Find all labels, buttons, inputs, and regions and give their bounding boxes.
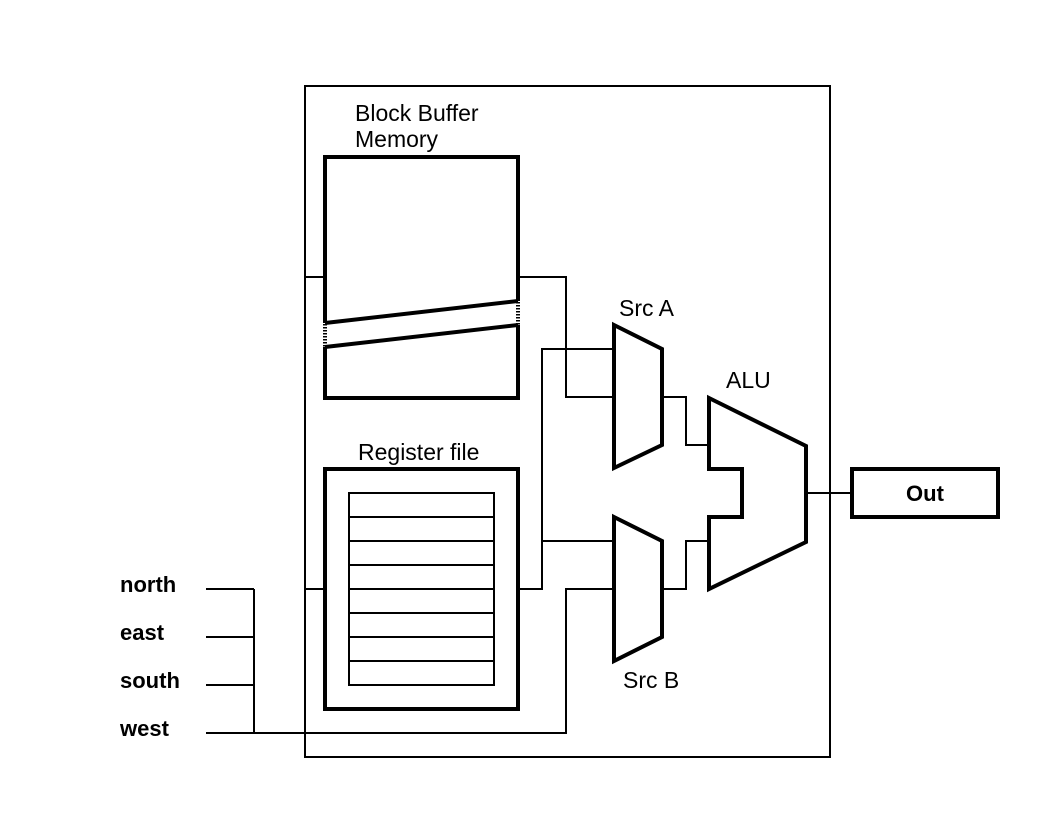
- register-row: [348, 588, 495, 614]
- register-file-rows: [348, 492, 495, 686]
- register-row: [348, 612, 495, 638]
- register-row: [348, 516, 495, 542]
- register-row: [348, 540, 495, 566]
- src-b-mux: [612, 513, 664, 665]
- input-label-north: north: [120, 572, 176, 597]
- alu: [707, 394, 808, 593]
- out-label: Out: [906, 481, 945, 506]
- register-row: [348, 492, 495, 518]
- block-buffer-label-line2: Memory: [355, 126, 439, 152]
- block-buffer-memory: [323, 155, 520, 400]
- register-file-label: Register file: [358, 439, 479, 465]
- input-label-east: east: [120, 620, 165, 645]
- wires: [206, 276, 852, 734]
- register-row: [348, 636, 495, 662]
- src-b-label: Src B: [623, 667, 679, 693]
- input-label-west: west: [119, 716, 170, 741]
- pe-outer-box: [304, 85, 831, 758]
- src-a-mux: [612, 321, 664, 472]
- register-row: [348, 660, 495, 686]
- alu-label: ALU: [726, 367, 771, 393]
- src-a-label: Src A: [619, 295, 675, 321]
- input-label-south: south: [120, 668, 180, 693]
- register-row: [348, 564, 495, 590]
- block-buffer-label-line1: Block Buffer: [355, 100, 479, 126]
